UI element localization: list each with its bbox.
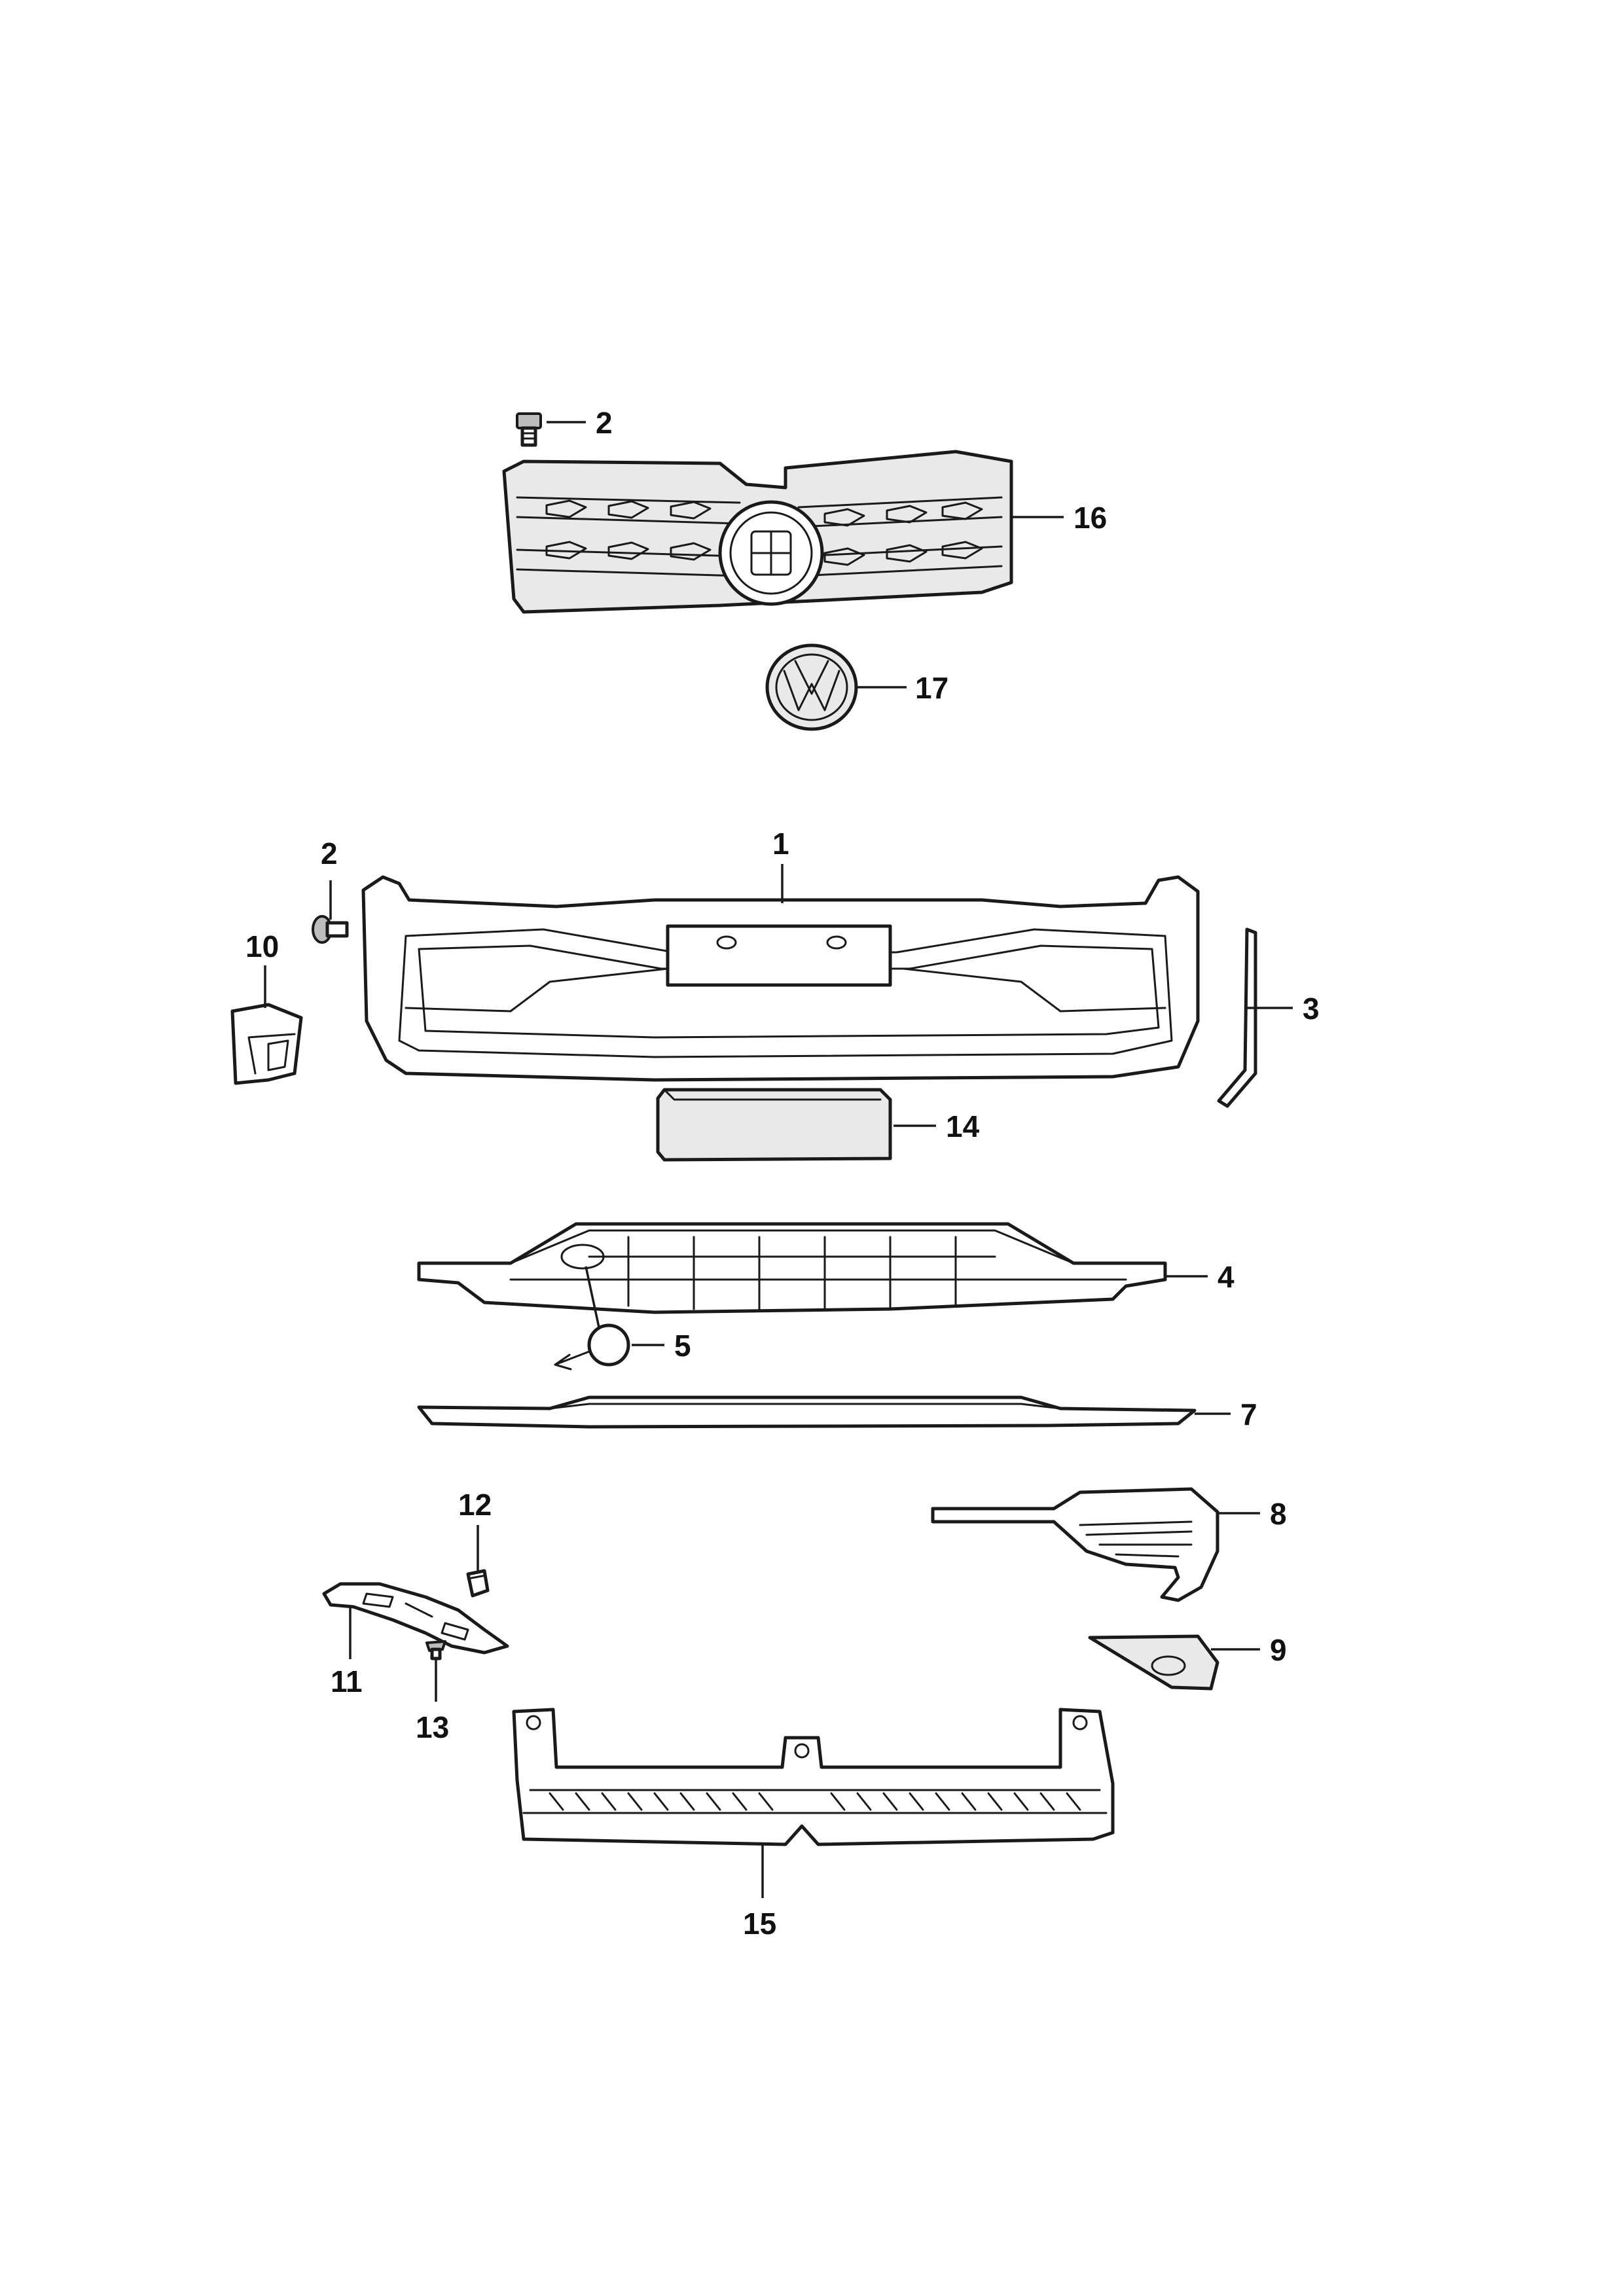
leader-lines — [264, 421, 1293, 1898]
callout-9: 9 — [1270, 1633, 1287, 1667]
callout-14: 14 — [946, 1109, 980, 1143]
part-16-radiator-grille — [502, 450, 1013, 614]
part-5-cap — [554, 1266, 630, 1371]
callout-10: 10 — [245, 929, 279, 963]
part-9-cover — [1088, 1634, 1219, 1691]
part-12-clip — [466, 1569, 490, 1598]
callout-17: 17 — [915, 671, 948, 705]
part-7-spoiler — [417, 1395, 1197, 1429]
callout-8: 8 — [1270, 1497, 1287, 1531]
callout-7: 7 — [1240, 1397, 1257, 1431]
part-14-plate-panel — [656, 1088, 892, 1162]
part-17-vw-emblem — [765, 643, 858, 731]
callout-12: 12 — [458, 1488, 492, 1522]
callout-11: 11 — [331, 1664, 363, 1698]
callout-16: 16 — [1074, 501, 1107, 535]
part-10-bracket — [230, 1003, 303, 1085]
part-2-bolt-left — [312, 915, 349, 944]
part-1-bumper-cover — [361, 875, 1200, 1082]
part-13-clip — [425, 1640, 446, 1660]
callout-2-left: 2 — [321, 836, 338, 870]
part-3-trim-strip — [1217, 927, 1257, 1108]
callout-2-top: 2 — [596, 406, 613, 440]
part-11-mounting-bracket — [322, 1582, 509, 1655]
part-15-bumper-carrier — [512, 1708, 1115, 1846]
part-8-trim-grille — [931, 1487, 1219, 1602]
callout-4: 4 — [1218, 1260, 1235, 1294]
part-4-air-guide — [417, 1222, 1167, 1314]
callout-labels: 2 16 17 1 2 10 3 14 4 5 7 8 9 12 11 13 1… — [245, 406, 1320, 1941]
callout-15: 15 — [743, 1907, 776, 1941]
callout-3: 3 — [1303, 992, 1320, 1026]
callout-13: 13 — [416, 1710, 449, 1744]
callout-5: 5 — [674, 1329, 691, 1363]
part-2-bolt-top — [516, 412, 542, 447]
callout-1: 1 — [772, 827, 789, 861]
